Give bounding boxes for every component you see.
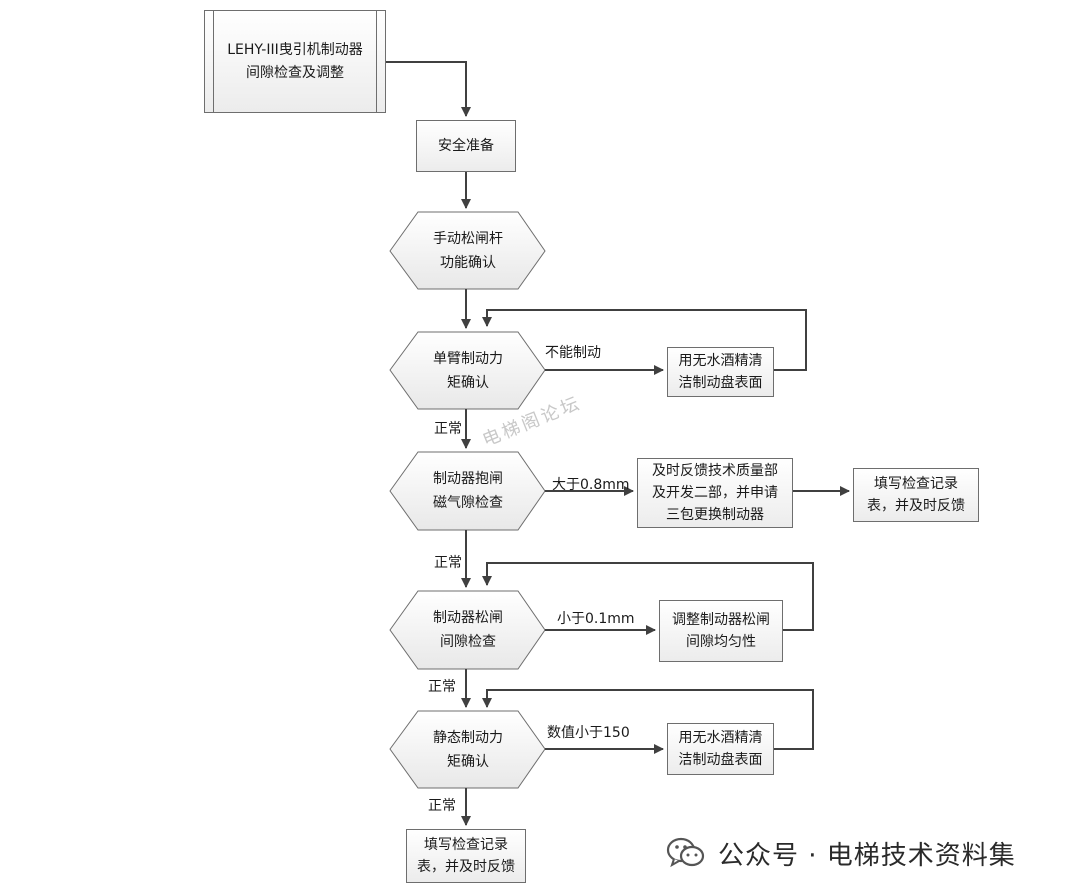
hex-single-arm-text: 单臂制动力 矩确认 <box>433 350 503 391</box>
record-box-1: 填写检查记录 表，并及时反馈 <box>853 468 979 522</box>
hex-shape-manual-release <box>389 211 546 290</box>
hex-release-gap-text: 制动器松闸 间隙检查 <box>433 610 503 650</box>
safety-preparation-text: 安全准备 <box>438 138 494 154</box>
label-normal-3: 正常 <box>428 679 456 695</box>
connector-adjust-loop <box>482 562 814 631</box>
label-value-less: 数值小于150 <box>547 725 630 741</box>
clean-disc-text-1: 用无水酒精清 洁制动盘表面 <box>678 353 763 391</box>
label-cannot-brake: 不能制动 <box>545 345 601 361</box>
record-text-final: 填写检查记录 表，并及时反馈 <box>417 837 515 875</box>
label-less-than: 小于0.1mm <box>557 611 635 627</box>
feedback-box: 及时反馈技术质量部 及开发二部，并申请 三包更换制动器 <box>637 458 793 528</box>
wechat-icon <box>666 837 705 868</box>
start-process-box: LEHY-III曳引机制动器 间隙检查及调整 <box>204 10 386 113</box>
hex-air-gap-text: 制动器抱闸 磁气隙检查 <box>433 471 503 511</box>
adjust-gap-text: 调整制动器松闸 间隙均匀性 <box>672 612 770 650</box>
connector-clean2-loop <box>482 689 814 750</box>
record-text-1: 填写检查记录 表，并及时反馈 <box>867 476 965 514</box>
footer-text: 公众号 · 电梯技术资料集 <box>718 840 1016 871</box>
connector-start-safety <box>386 61 471 117</box>
footer-attribution: 公众号 · 电梯技术资料集 <box>666 833 1016 873</box>
label-normal-1: 正常 <box>434 421 462 437</box>
clean-disc-text-2: 用无水酒精清 洁制动盘表面 <box>678 730 763 768</box>
hex-manual-release-text: 手动松闸杆 功能确认 <box>433 230 503 271</box>
connector-clean1-loop <box>482 309 807 371</box>
clean-disc-box-1: 用无水酒精清 洁制动盘表面 <box>667 347 774 397</box>
record-box-final: 填写检查记录 表，并及时反馈 <box>406 829 526 883</box>
adjust-gap-box: 调整制动器松闸 间隙均匀性 <box>659 600 783 662</box>
label-greater-than: 大于0.8mm <box>552 477 630 493</box>
hex-static-torque-text: 静态制动力 矩确认 <box>433 729 503 770</box>
feedback-text: 及时反馈技术质量部 及开发二部，并申请 三包更换制动器 <box>652 463 778 523</box>
clean-disc-box-2: 用无水酒精清 洁制动盘表面 <box>667 723 774 775</box>
label-normal-4: 正常 <box>428 798 456 814</box>
start-process-text: LEHY-III曳引机制动器 间隙检查及调整 <box>227 41 363 81</box>
safety-preparation-box: 安全准备 <box>416 120 516 172</box>
label-normal-2: 正常 <box>434 555 462 571</box>
